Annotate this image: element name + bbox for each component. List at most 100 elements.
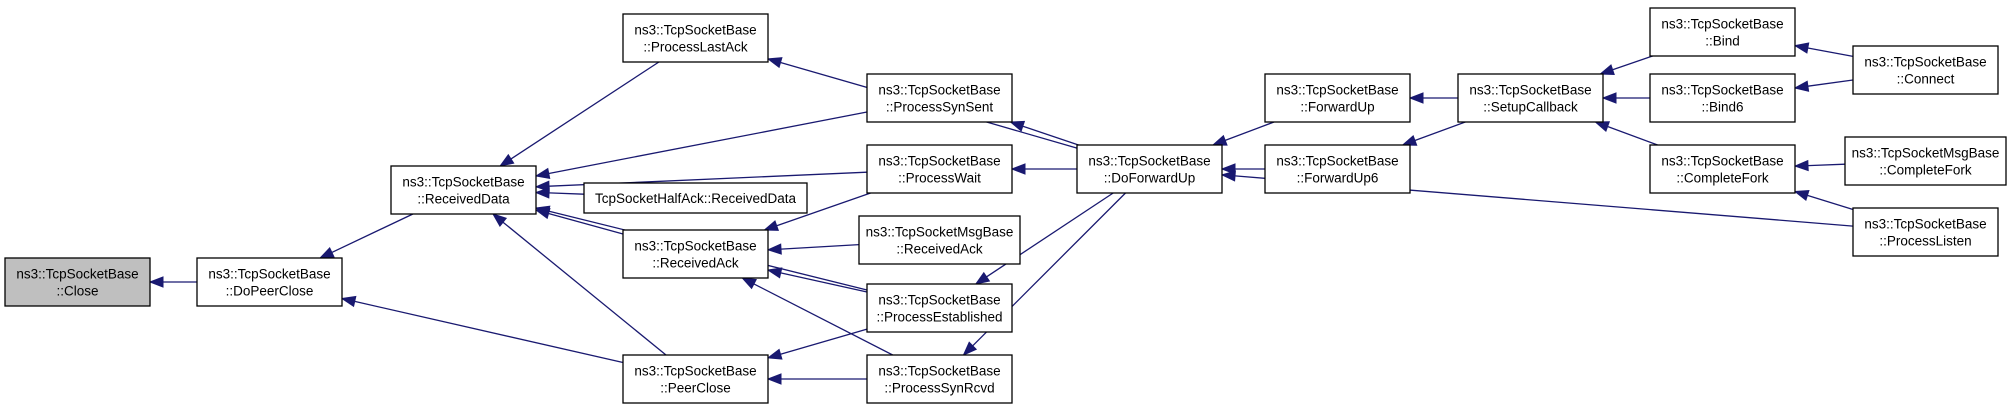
- node-connect[interactable]: ns3::TcpSocketBase::Connect: [1852, 45, 1999, 95]
- edge-connect-to-bind6: [1793, 79, 1854, 92]
- node-label: ::Bind: [1705, 34, 1740, 49]
- edge-line: [331, 213, 414, 253]
- arrowhead-icon: [534, 205, 551, 217]
- edge-processestablished-to-peerclose: [766, 328, 868, 360]
- edge-msgcompletefork-to-completefork: [1793, 159, 1846, 172]
- node-bind6[interactable]: ns3::TcpSocketBase::Bind6: [1649, 73, 1796, 123]
- edge-msgreceivedack-to-receivedack: [766, 243, 860, 255]
- arrowhead-icon: [1211, 134, 1228, 146]
- edge-line: [502, 221, 667, 356]
- arrowhead-icon: [1009, 120, 1026, 132]
- edge-line: [548, 192, 585, 195]
- arrowhead-icon: [1598, 64, 1615, 76]
- node-label: ::ReceivedAck: [652, 256, 739, 271]
- edge-peerclose-to-receiveddata: [491, 213, 667, 356]
- node-receivedack[interactable]: ns3::TcpSocketBase::ReceivedAck: [622, 229, 769, 279]
- node-box: [622, 13, 769, 63]
- node-label: ::ReceivedAck: [896, 242, 983, 257]
- arrowhead-icon: [1793, 80, 1810, 92]
- edge-line: [1612, 55, 1653, 71]
- node-label: ns3::TcpSocketMsgBase: [866, 225, 1014, 240]
- node-setupcallback[interactable]: ns3::TcpSocketBase::SetupCallback: [1457, 73, 1604, 123]
- node-processlisten[interactable]: ns3::TcpSocketBase::ProcessListen: [1852, 207, 1999, 257]
- edge-line: [753, 283, 893, 356]
- arrowhead-icon: [766, 348, 783, 360]
- arrowhead-icon: [766, 243, 782, 255]
- edge-halfack-to-receiveddata: [534, 187, 585, 199]
- edge-processsynrcvd-to-receivedack: [741, 277, 893, 356]
- node-label: ns3::TcpSocketBase: [16, 267, 138, 282]
- node-label: ::ProcessSynRcvd: [884, 381, 994, 396]
- edge-receiveddata-to-dopeerclose: [318, 213, 414, 259]
- node-label: ::Close: [56, 284, 98, 299]
- node-label: ns3::TcpSocketBase: [1661, 154, 1783, 169]
- node-forwardup[interactable]: ns3::TcpSocketBase::ForwardUp: [1264, 73, 1411, 123]
- edge-processsynsent-to-receiveddata: [534, 111, 868, 180]
- node-label: ::Bind6: [1701, 100, 1743, 115]
- edge-processestablished-to-receivedack: [766, 267, 868, 293]
- node-receiveddata[interactable]: ns3::TcpSocketBase::ReceivedData: [390, 165, 537, 215]
- edge-dopeerclose-to-close: [148, 276, 197, 288]
- node-label: ns3::TcpSocketBase: [208, 267, 330, 282]
- edge-processwait-to-receivedack: [763, 192, 871, 231]
- edge-line: [1807, 163, 1846, 167]
- node-box: [4, 257, 151, 307]
- arrowhead-icon: [1594, 121, 1611, 133]
- node-label: ns3::TcpSocketBase: [1661, 17, 1783, 32]
- arrowhead-icon: [1793, 42, 1810, 54]
- node-doforwardup[interactable]: ns3::TcpSocketBase::DoForwardUp: [1076, 144, 1223, 194]
- arrowhead-icon: [741, 277, 757, 290]
- node-label: ::Connect: [1897, 72, 1955, 87]
- arrowhead-icon: [962, 341, 978, 356]
- node-label: ns3::TcpSocketBase: [1864, 55, 1986, 70]
- node-processwait[interactable]: ns3::TcpSocketBase::ProcessWait: [866, 144, 1013, 194]
- node-label: ns3::TcpSocketBase: [1864, 217, 1986, 232]
- node-processlastack[interactable]: ns3::TcpSocketBase::ProcessLastAck: [622, 13, 769, 63]
- arrowhead-icon: [974, 271, 991, 285]
- node-peerclose[interactable]: ns3::TcpSocketBase::PeerClose: [622, 354, 769, 404]
- node-msgreceivedack[interactable]: ns3::TcpSocketMsgBase::ReceivedAck: [858, 215, 1021, 265]
- node-forwardup6[interactable]: ns3::TcpSocketBase::ForwardUp6: [1264, 144, 1411, 194]
- node-box: [390, 165, 537, 215]
- node-halfack[interactable]: TcpSocketHalfAck::ReceivedData: [583, 182, 808, 214]
- edge-line: [1022, 125, 1079, 146]
- node-msgcompletefork[interactable]: ns3::TcpSocketMsgBase::CompleteFork: [1844, 136, 2007, 186]
- arrowhead-icon: [1793, 190, 1810, 201]
- edge-processlisten-to-completefork: [1793, 190, 1854, 211]
- node-dopeerclose[interactable]: ns3::TcpSocketBase::DoPeerClose: [196, 257, 343, 307]
- node-processestablished[interactable]: ns3::TcpSocketBase::ProcessEstablished: [866, 283, 1013, 333]
- arrowhead-icon: [766, 267, 783, 279]
- edge-line: [780, 243, 860, 250]
- node-close[interactable]: ns3::TcpSocketBase::Close: [4, 257, 151, 307]
- arrowhead-icon: [1793, 159, 1809, 172]
- node-label: ns3::TcpSocketBase: [878, 293, 1000, 308]
- node-label: ::ProcessListen: [1879, 234, 1971, 249]
- node-processsynrcvd[interactable]: ns3::TcpSocketBase::ProcessSynRcvd: [866, 354, 1013, 404]
- edge-line: [780, 328, 868, 355]
- node-label: ns3::TcpSocketBase: [1276, 154, 1398, 169]
- node-label: ::ProcessSynSent: [886, 100, 994, 115]
- node-label: ::ForwardUp6: [1297, 171, 1379, 186]
- edges-layer: [148, 42, 1854, 385]
- edge-line: [780, 272, 868, 293]
- arrowhead-icon: [766, 373, 782, 385]
- edge-doforwardup-to-processsynsent: [1009, 120, 1079, 146]
- edge-line: [1807, 79, 1854, 87]
- edge-line: [354, 300, 624, 364]
- arrowhead-icon: [318, 247, 335, 259]
- node-label: ns3::TcpSocketBase: [1088, 154, 1210, 169]
- node-completefork[interactable]: ns3::TcpSocketBase::CompleteFork: [1649, 144, 1796, 194]
- node-box: [622, 229, 769, 279]
- edge-bind6-to-setupcallback: [1601, 92, 1650, 104]
- arrowhead-icon: [1220, 170, 1236, 182]
- node-bind[interactable]: ns3::TcpSocketBase::Bind: [1649, 7, 1796, 57]
- edge-line: [548, 212, 624, 235]
- edge-line: [1807, 194, 1854, 211]
- edge-line: [1607, 125, 1658, 146]
- node-label: ns3::TcpSocketBase: [634, 23, 756, 38]
- node-label: ns3::TcpSocketBase: [878, 83, 1000, 98]
- node-processsynsent[interactable]: ns3::TcpSocketBase::ProcessSynSent: [866, 73, 1013, 123]
- node-label: ns3::TcpSocketBase: [878, 154, 1000, 169]
- node-label: ::SetupCallback: [1483, 100, 1578, 115]
